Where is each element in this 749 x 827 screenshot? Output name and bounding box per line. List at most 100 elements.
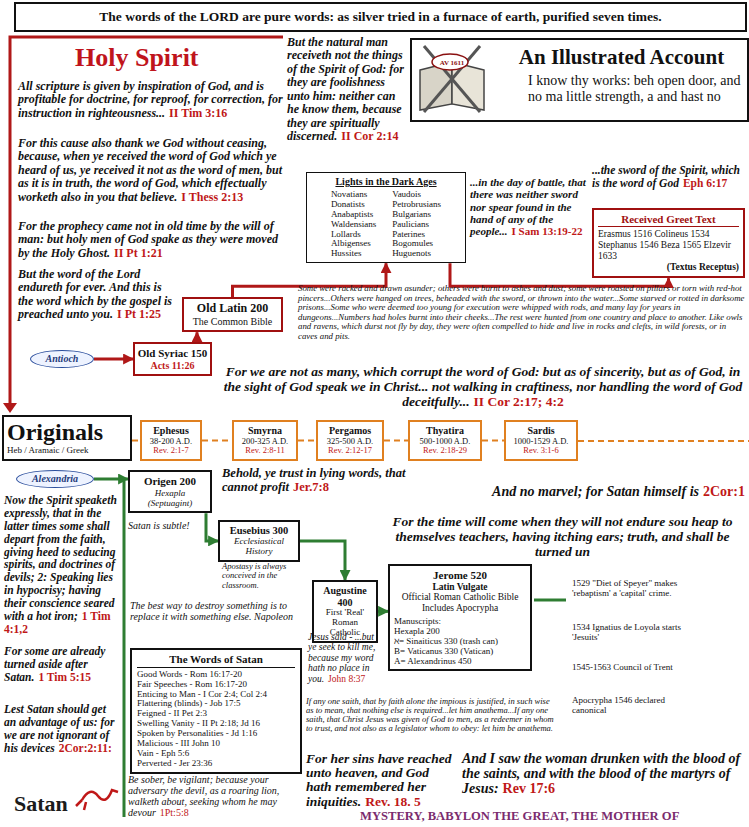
box-text: Novatians Donatists Anabaptists Waldensi…	[331, 190, 376, 259]
box-heading: Old Latin 200	[187, 302, 278, 316]
box-text: 200-325 A.D.	[236, 437, 294, 447]
person-box: Eusebius 300Ecclesiastical History	[218, 520, 300, 562]
box-heading: Jerome 520	[394, 569, 526, 582]
date-note: 1534 Ignatius de Loyola starts 'Jesuits'	[572, 622, 681, 642]
box-text: Erasmus 1516 Colineus 1534 Stephanus 154…	[598, 229, 739, 262]
text-box: Received Greet TextErasmus 1516 Colineus…	[592, 208, 745, 278]
church-age-box: Thyatira500-1000 A.D.Rev. 2:18-29	[408, 420, 482, 461]
box-text: The Common Bible	[187, 316, 278, 328]
scripture-reference: II Tim 3:16	[169, 106, 227, 120]
note-group: Apostasy is always conceived in the clas…	[222, 562, 304, 590]
scripture-quote-group: Now the Spirit speaketh expressly, that …	[4, 494, 118, 636]
box-heading: Received Greet Text	[598, 213, 739, 227]
council-quote: If any one saith, that by faith alone th…	[306, 696, 554, 733]
scripture-quote-group: And I saw the woman drunken with the blo…	[462, 752, 745, 797]
originals-box: OriginalsHeb / Aramaic / Greek	[2, 415, 132, 461]
scripture-quote-group: But the natural man receiveth not the th…	[287, 36, 407, 144]
box-heading: Old Syriac 150	[137, 347, 208, 360]
dragon-icon	[76, 790, 118, 810]
scripture-quote-group: For the prophecy came not in old time by…	[18, 220, 283, 260]
person-box: Origen 200Hexapla(Septuagint)	[128, 470, 212, 513]
version-box: Old Latin 200The Common Bible	[182, 297, 283, 332]
scripture-quote: Be sober, be vigilant; because your adve…	[128, 774, 279, 818]
box-text: Spoken by Personalities - Jd 1:16	[137, 729, 295, 739]
box-heading: Pergamos	[320, 425, 380, 437]
scripture-reference: II Cor 2:14	[341, 129, 398, 143]
box-heading: The Words of Satan	[137, 653, 295, 668]
quote-note: The best way to destroy something is to …	[130, 600, 293, 622]
connector	[482, 440, 504, 442]
box-text: (Septuagint)	[132, 498, 208, 508]
box-text: Perverted - Jer 23:36	[137, 759, 295, 769]
box-text: Fair Speeches - Rom 16:17-20	[137, 680, 295, 690]
box-text: Rev. 3:1-6	[508, 446, 574, 456]
date-note: Apocrypha 1546 declared canonical	[572, 695, 665, 715]
box-text: Rev. 2:8-11	[236, 446, 294, 456]
lights-box: Lights in the Dark AgesNovatians Donatis…	[306, 172, 466, 263]
box-heading: Alexandria	[19, 473, 91, 485]
scripture-reference: I Sam 13:19-22	[512, 225, 583, 237]
scripture-reference: 1 Tim 5:15	[38, 671, 91, 683]
caption-label: MYSTERY, BABYLON THE GREAT, THE MOTHER O…	[360, 809, 679, 823]
church-age-line	[578, 440, 749, 442]
quote-note-group: The best way to destroy something is to …	[130, 600, 306, 622]
scripture-quote: All scripture is given by inspiration of…	[18, 79, 283, 120]
scripture-reference: Rev. 18. 5	[365, 794, 421, 809]
scripture-quote-group: Behold, ye trust in lying words, that ca…	[222, 466, 412, 494]
city-oval: Antioch	[30, 350, 94, 368]
box-text: 500-1000 A.D.	[412, 437, 478, 447]
connector	[132, 440, 140, 442]
connector	[378, 610, 388, 613]
note: Apostasy is always conceived in the clas…	[222, 561, 286, 590]
history-note: Some were racked and drawn asunder; othe…	[298, 283, 744, 341]
scripture-reference: Jer.7:8	[293, 480, 329, 494]
title-banner: The words of the LORD are pure words: as…	[14, 2, 747, 32]
box-text: I know thy works: beh open door, and no …	[416, 73, 743, 105]
box-text: 38-200 A.D.	[144, 437, 198, 447]
scripture-quote-group: ...the sword of the Spirit, which is the…	[592, 164, 745, 190]
box-heading: Augustine 400	[316, 585, 374, 608]
connector	[196, 332, 199, 342]
scripture-quote-group: For we are not as many, which corrupt th…	[222, 364, 744, 409]
connector	[94, 358, 133, 361]
box-text: Includes Apocrypha	[394, 603, 526, 614]
box-heading: Lights in the Dark Ages	[309, 176, 463, 188]
scripture-reference: Rev 17:6	[503, 781, 556, 796]
box-text: Vain - Eph 5:6	[137, 749, 295, 759]
date-note: 1545-1563 Council of Trent	[572, 662, 673, 672]
box-heading: Ephesus	[144, 425, 198, 437]
church-age-box: Smyrna200-325 A.D.Rev. 2:8-11	[232, 420, 298, 461]
connector	[384, 440, 408, 442]
connector	[202, 440, 232, 442]
satan-label: Satan	[14, 791, 68, 816]
scripture-reference: I Pt 1:25	[117, 307, 161, 321]
box-text: Rev. 2:12-17	[320, 446, 380, 456]
box-heading: Sardis	[508, 425, 574, 437]
date-note-group: 1545-1563 Council of Trent	[572, 662, 692, 672]
history-note-group: Some were racked and drawn asunder; othe…	[298, 284, 746, 341]
box-heading: Smyrna	[236, 425, 294, 437]
connector	[206, 513, 218, 541]
scripture-reference: 2Cor:2:11:	[59, 742, 112, 754]
spirit-arrowhead	[3, 403, 17, 413]
scripture-quote: For the time will come when they will no…	[393, 514, 733, 559]
scripture-quote-group: All scripture is given by inspiration of…	[18, 80, 283, 120]
scripture-quote-group: For this cause also thank we God without…	[18, 137, 283, 204]
scripture-quote-group: For some are already turned aside after …	[4, 645, 118, 684]
scripture-quote: And no marvel; for Satan himself is	[492, 484, 699, 499]
title-box: AV 1611An Illustrated AccountI know thy …	[410, 38, 749, 122]
box-text: Heb / Aramaic / Greek	[7, 445, 127, 456]
list-box: The Words of SatanGood Words - Rom 16:17…	[130, 648, 302, 774]
church-age-box: Sardis1000-1529 A.D.Rev. 3:1-6	[504, 420, 578, 461]
box-text: Rev. 2:1-7	[144, 446, 198, 456]
scripture-reference: John 8:37	[328, 674, 365, 684]
council-quote-group: If any one saith, that by faith alone th…	[306, 697, 556, 733]
date-note-group: 1529 "Diet of Speyer" makes 'rebaptism' …	[572, 578, 692, 598]
connector	[300, 541, 345, 580]
box-text: Flattering (blinds) - Job 17:5	[137, 699, 295, 709]
church-age-box: Ephesus38-200 A.D.Rev. 2:1-7	[140, 420, 202, 461]
scripture-quote-group: ...in the day of battle, that there was …	[470, 176, 586, 238]
box-text: Hexapla	[132, 488, 208, 498]
box-text: 325-500 A.D.	[320, 437, 380, 447]
box-heading: AV 1611	[434, 60, 470, 67]
